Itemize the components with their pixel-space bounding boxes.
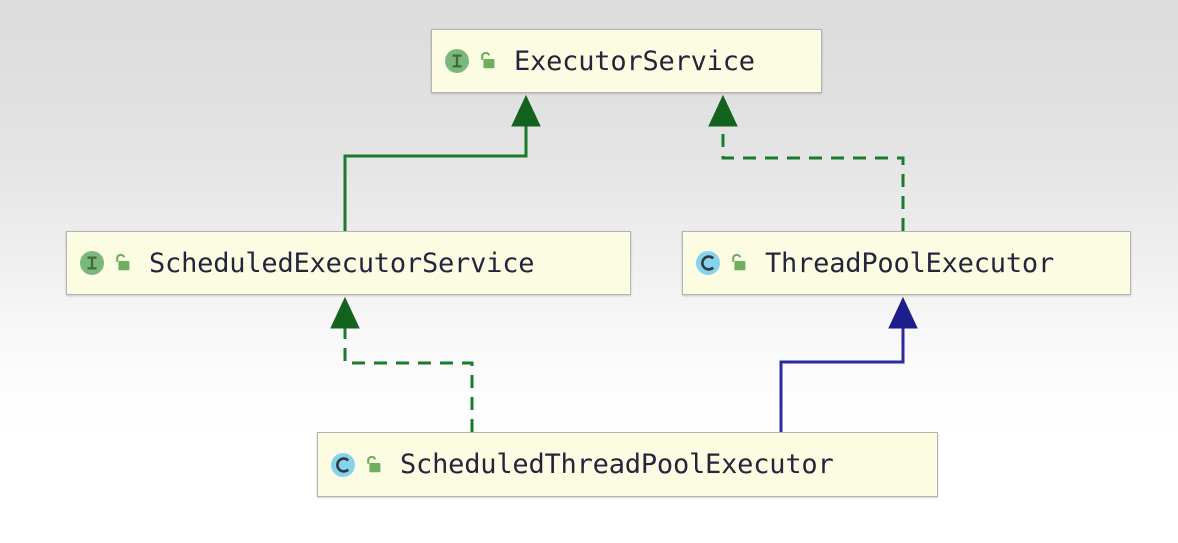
- arrowhead-filled-triangle: [708, 94, 738, 127]
- uml-node-label: ExecutorService: [514, 45, 755, 77]
- arrowhead-filled-triangle: [511, 94, 541, 127]
- uml-node-label: ScheduledThreadPoolExecutor: [400, 449, 834, 480]
- uml-node-executor-service[interactable]: ExecutorService: [431, 29, 822, 93]
- uml-node-label: ScheduledExecutorService: [149, 247, 535, 279]
- class-icon: [330, 452, 356, 478]
- edge-thread-pool-executor-to-executor-service[interactable]: [708, 94, 905, 231]
- open-padlock-icon: [728, 252, 748, 274]
- uml-node-label: ThreadPoolExecutor: [765, 247, 1054, 279]
- node-icon-group: [79, 250, 132, 276]
- edge-scheduled-executor-service-to-executor-service[interactable]: [343, 94, 541, 231]
- interface-icon: [79, 250, 105, 276]
- node-icon-group: [330, 452, 383, 478]
- node-icon-group: [444, 48, 497, 74]
- edge-scheduled-thread-pool-executor-to-scheduled-executor-service[interactable]: [330, 296, 474, 432]
- open-padlock-icon: [363, 454, 383, 476]
- open-padlock-icon: [477, 50, 497, 72]
- class-icon: [695, 250, 721, 276]
- arrowhead-filled-triangle: [330, 296, 360, 329]
- uml-node-thread-pool-executor[interactable]: ThreadPoolExecutor: [682, 231, 1131, 295]
- uml-node-scheduled-executor-service[interactable]: ScheduledExecutorService: [66, 231, 631, 295]
- uml-node-scheduled-thread-pool-executor[interactable]: ScheduledThreadPoolExecutor: [317, 432, 938, 497]
- interface-icon: [444, 48, 470, 74]
- arrowhead-filled-triangle: [888, 296, 918, 329]
- node-icon-group: [695, 250, 748, 276]
- edge-scheduled-thread-pool-executor-to-thread-pool-executor[interactable]: [779, 296, 918, 432]
- open-padlock-icon: [112, 252, 132, 274]
